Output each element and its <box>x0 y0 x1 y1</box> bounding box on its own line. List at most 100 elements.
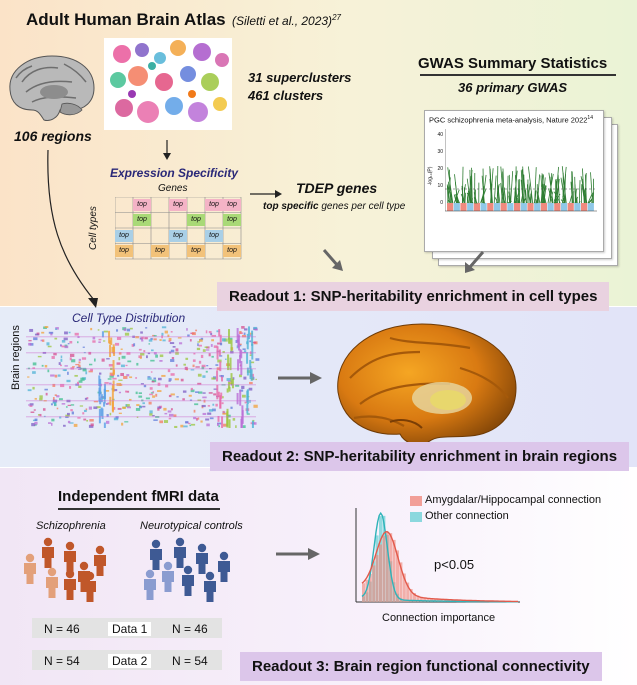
heatmap-cell <box>106 414 109 417</box>
heatmap-cell <box>202 392 206 394</box>
heatmap-cell <box>191 332 196 336</box>
person-head-icon <box>151 539 161 549</box>
heatmap-cell <box>60 344 62 347</box>
heatmap-cell <box>202 349 206 352</box>
heatmap-cell <box>140 352 145 356</box>
heatmap-cell <box>124 332 130 336</box>
heatmap-cell <box>75 363 80 366</box>
heatmap-cell <box>150 371 153 373</box>
heatmap-cell <box>217 422 219 427</box>
heatmap-cell <box>153 377 157 380</box>
heatmap-cell <box>90 423 94 427</box>
heatmap-cell <box>242 334 246 338</box>
heatmap-cell <box>126 352 131 355</box>
heatmap-cell <box>88 424 94 428</box>
heatmap-band <box>216 346 219 360</box>
heatmap-cell <box>77 341 79 344</box>
manhattan-signal <box>446 184 449 204</box>
heatmap-cell <box>42 339 45 342</box>
heatmap-cell <box>126 374 130 377</box>
heatmap-cell <box>206 365 209 367</box>
heatmap-cell <box>209 417 214 420</box>
heatmap-cell <box>61 345 65 348</box>
manhattan-signal <box>588 199 593 204</box>
heatmap-cell <box>205 370 208 373</box>
heatmap-band <box>216 384 219 400</box>
heatmap-band <box>221 376 224 382</box>
heatmap-cell <box>120 364 125 368</box>
heatmap-cell <box>138 348 142 351</box>
heatmap-cell <box>220 342 223 346</box>
heatmap-cell <box>29 328 34 332</box>
heatmap-cell <box>203 399 206 403</box>
heatmap-cell <box>239 331 242 334</box>
heatmap-cell <box>151 379 157 383</box>
person-head-icon <box>65 569 75 579</box>
heatmap-band <box>109 396 112 406</box>
person-body-icon <box>150 549 162 570</box>
heatmap-cell <box>169 351 172 354</box>
heatmap-cell <box>77 336 80 339</box>
heatmap-cell <box>44 326 49 329</box>
readout-1: Readout 1: SNP-heritability enrichment i… <box>217 282 610 311</box>
heatmap-cell <box>159 420 164 424</box>
heatmap-cell <box>116 329 119 332</box>
manhattan-signal <box>517 197 519 204</box>
heatmap-cell <box>34 333 39 336</box>
arrow-regions-to-distribution <box>47 149 98 308</box>
manhattan-signal <box>493 175 497 204</box>
heatmap-cell <box>168 378 172 381</box>
grid-cell-top: top <box>223 199 241 211</box>
heatmap-cell <box>118 412 122 415</box>
heatmap-cell <box>187 334 190 337</box>
heatmap-band <box>217 415 220 422</box>
heatmap-band <box>239 349 242 357</box>
heatmap-cell <box>139 356 142 359</box>
heatmap-cell <box>163 407 167 411</box>
distribution-title: Cell Type Distribution <box>72 311 186 325</box>
heatmap-row-line <box>26 368 256 370</box>
heatmap-cell <box>63 337 68 341</box>
data1-schizophrenia-n: N = 46 <box>44 622 80 636</box>
person-head-icon <box>43 537 53 547</box>
heatmap-cell <box>118 352 122 355</box>
heatmap-cell <box>93 400 99 403</box>
heatmap-cell <box>201 364 206 368</box>
heatmap-cell <box>255 358 260 361</box>
heatmap-band <box>219 395 222 409</box>
heatmap-cell <box>66 379 71 383</box>
heatmap-cell <box>109 375 114 378</box>
p-value-annotation: p<0.05 <box>434 557 475 572</box>
heatmap-cell <box>152 334 155 337</box>
heatmap-cell <box>212 403 215 406</box>
heatmap-band <box>216 370 219 382</box>
heatmap-cell <box>60 383 65 388</box>
heatmap-cell <box>83 351 86 354</box>
heatmap-cell <box>124 421 129 423</box>
heatmap-band <box>246 333 249 350</box>
heatmap-band <box>251 330 254 346</box>
heatmap-band <box>111 346 114 353</box>
heatmap-cell <box>185 357 189 360</box>
heatmap-row-line <box>26 400 256 402</box>
grid-cell-top: top <box>187 245 205 257</box>
heatmap-cell <box>54 337 58 340</box>
grid-cell-top: top <box>115 245 133 257</box>
manhattan-signal <box>460 193 466 204</box>
manhattan-signal <box>549 191 554 204</box>
arrow-umap-to-specificity <box>163 140 171 160</box>
heatmap-cell <box>98 338 102 341</box>
gwas-title: GWAS Summary Statistics <box>418 55 608 72</box>
heatmap-cell <box>108 363 113 367</box>
heatmap-cell <box>217 359 222 363</box>
heatmap-cell <box>112 389 118 392</box>
heatmap-cell <box>174 378 179 381</box>
heatmap-cell <box>249 334 252 337</box>
heatmap-cell <box>175 364 178 367</box>
heatmap-cell <box>148 401 152 405</box>
heatmap-cell <box>205 330 208 334</box>
person-head-icon <box>219 551 229 561</box>
histogram-bar-amygdalar <box>426 598 430 602</box>
heatmap-band <box>101 408 104 420</box>
